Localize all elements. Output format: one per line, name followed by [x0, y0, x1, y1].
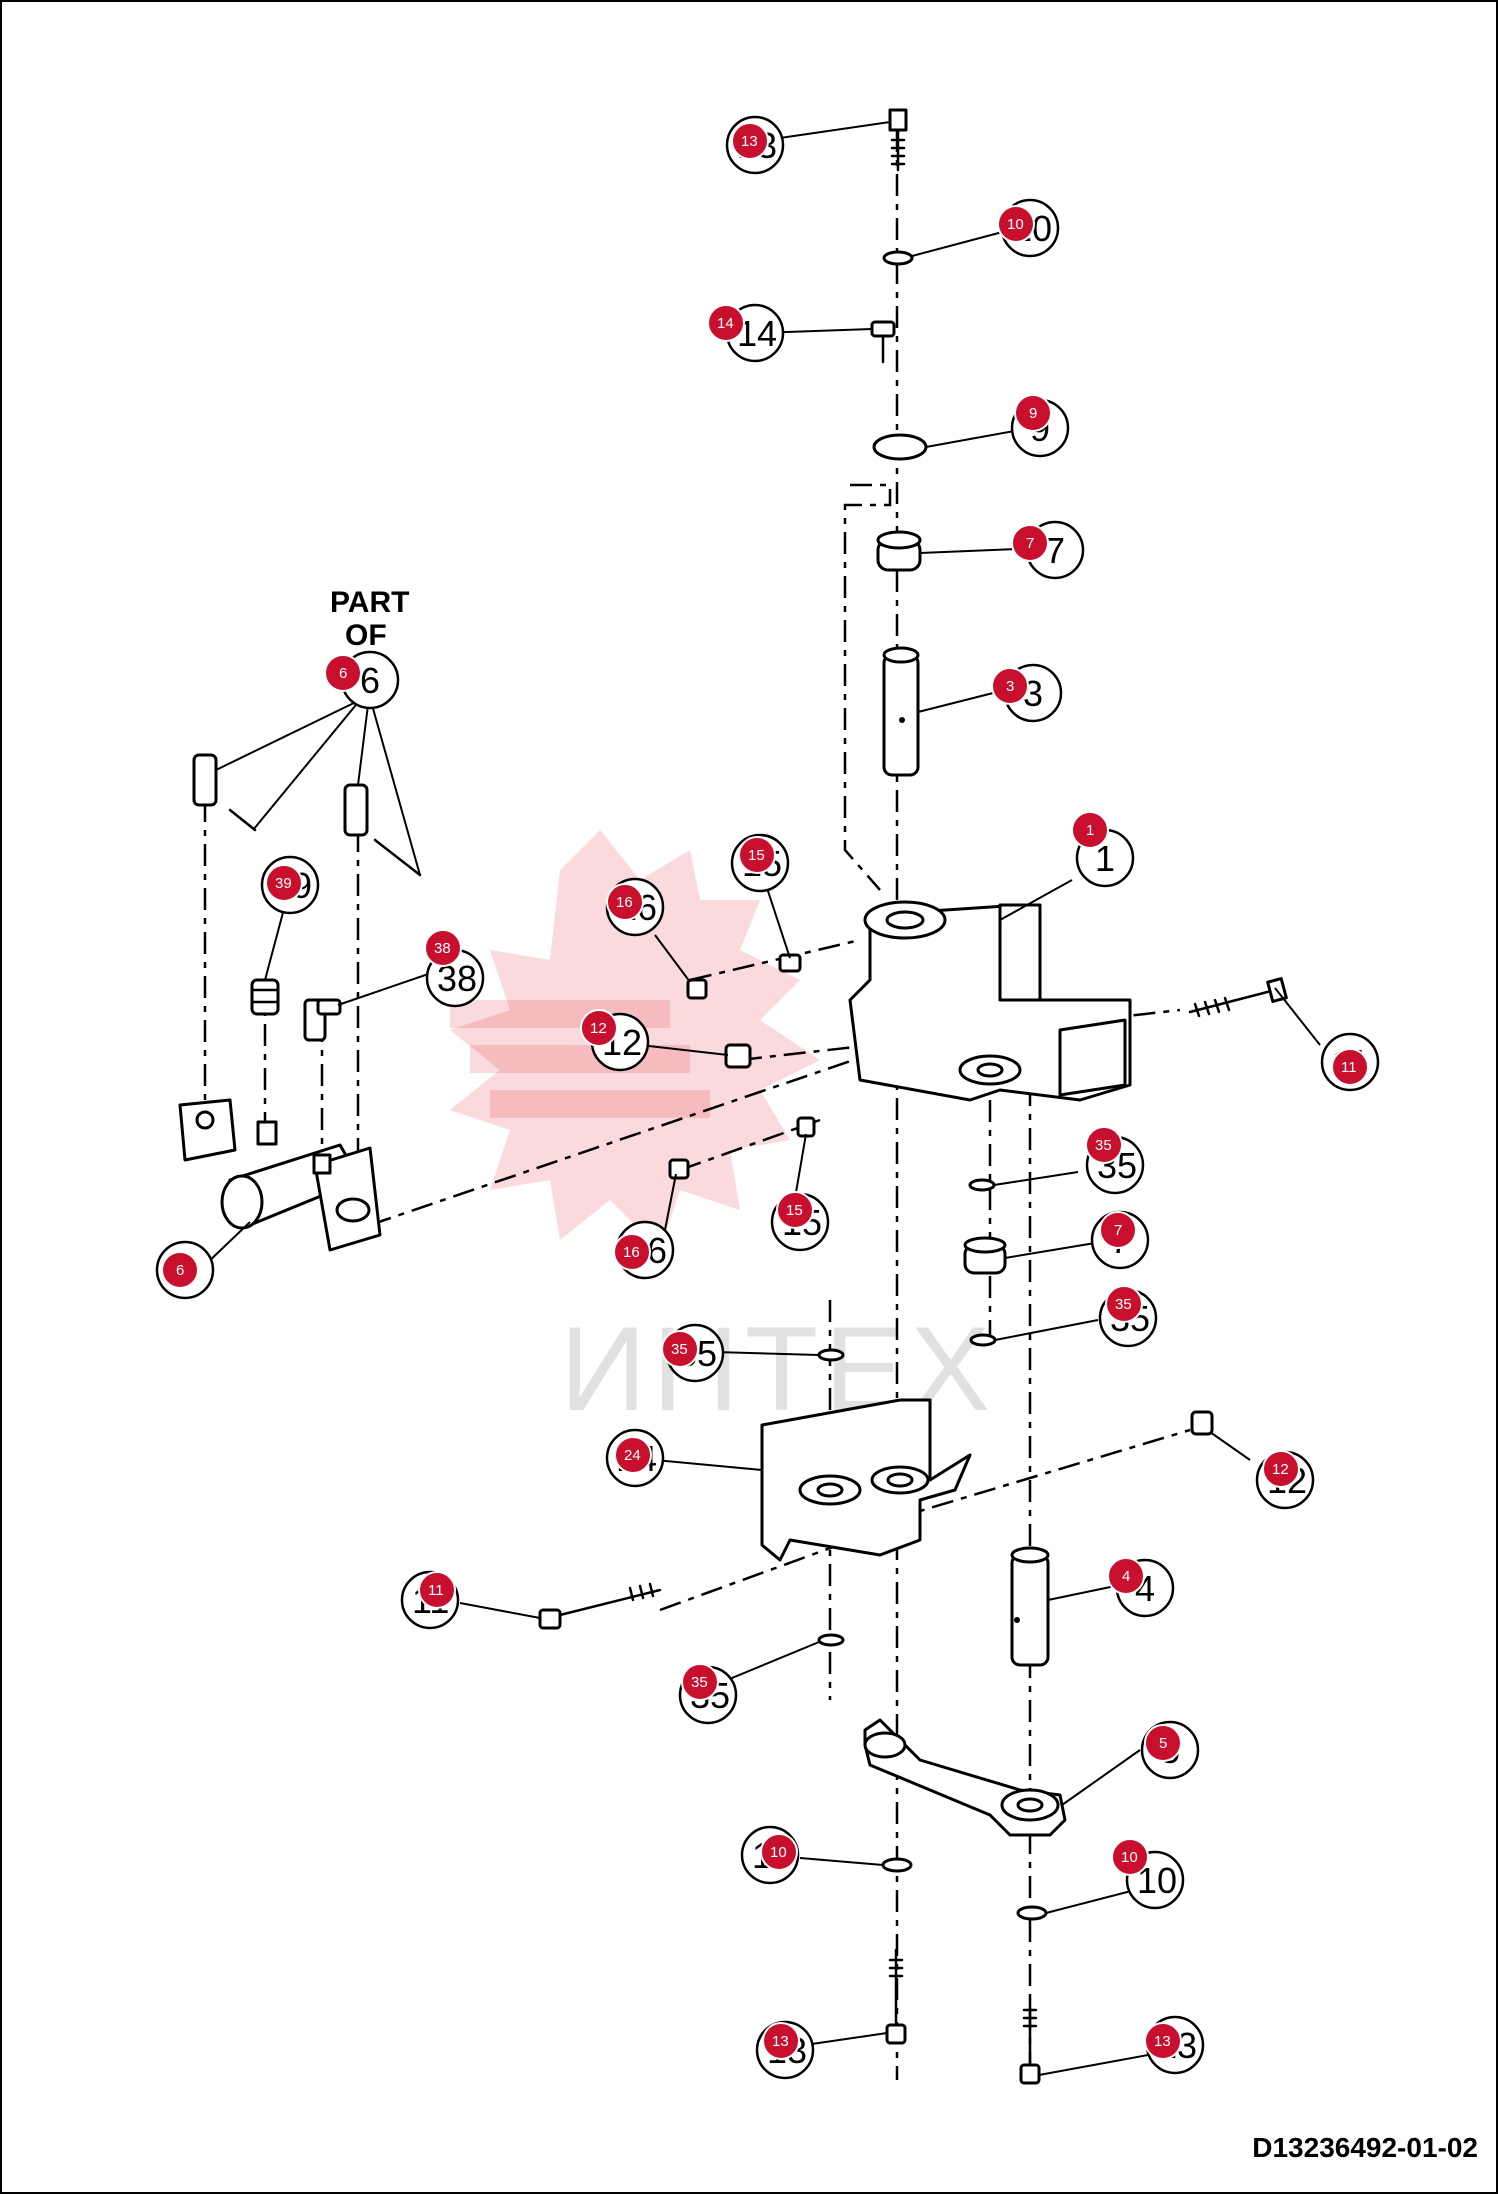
callout-bubbles: 13 10 14 9 7 6 3 1 39 15 16 38 12 11 35 … — [155, 115, 1380, 2080]
bolt-13-top — [888, 108, 908, 172]
hotspot-6-top[interactable]: 6 — [339, 665, 347, 682]
plug-16-b — [668, 1158, 690, 1180]
hotspot-35-d[interactable]: 35 — [691, 1674, 708, 1691]
washer-35-center-bottom — [817, 1633, 845, 1647]
hotspot-39[interactable]: 39 — [275, 875, 292, 892]
hotspot-3[interactable]: 3 — [1006, 678, 1014, 695]
bubble-6-top: 6 — [360, 660, 380, 701]
hotspot-13-top[interactable]: 13 — [741, 133, 758, 150]
hotspot-16-top[interactable]: 16 — [616, 894, 633, 911]
hotspot-24[interactable]: 24 — [624, 1447, 641, 1464]
nut-12-a — [724, 1043, 752, 1069]
pins-part-of-6 — [192, 753, 422, 877]
washer-10-right-bottom — [1016, 1905, 1048, 1921]
fitting-38 — [303, 998, 342, 1042]
hotspot-7-right[interactable]: 7 — [1114, 1222, 1122, 1239]
bolt-13-left-bottom — [885, 1948, 907, 2045]
bubble-7-top: 7 — [1045, 530, 1065, 571]
hotspot-10-right[interactable]: 10 — [1121, 1849, 1138, 1866]
note-part-line1: PART — [330, 586, 409, 619]
hotspot-12-top[interactable]: 12 — [590, 1020, 607, 1037]
hotspot-14[interactable]: 14 — [717, 315, 734, 332]
hotspot-11-right[interactable]: 11 — [1341, 1059, 1357, 1076]
ring-9 — [872, 433, 928, 461]
pin-3 — [882, 646, 920, 777]
washer-10-left-bottom — [881, 1857, 913, 1873]
hotspot-markers[interactable]: 13 10 14 9 7 6 3 1 39 15 16 38 12 11 35 … — [161, 122, 1369, 2060]
hotspot-13-left[interactable]: 13 — [772, 2033, 789, 2050]
hotspot-15-top[interactable]: 15 — [748, 847, 765, 864]
washer-35-center-top — [817, 1348, 845, 1362]
hotspot-1[interactable]: 1 — [1086, 822, 1094, 839]
watermark-logo: ИНТЕХ — [450, 830, 990, 1436]
screw-14 — [870, 320, 896, 364]
grease-fitting-15-b — [796, 1116, 816, 1138]
bolt-13-right-bottom — [1019, 1998, 1041, 2085]
hotspot-35-b[interactable]: 35 — [1115, 1296, 1132, 1313]
hotspot-38[interactable]: 38 — [434, 940, 451, 957]
washer-35-right-bottom — [969, 1333, 997, 1347]
hotspot-6-bottom[interactable]: 6 — [176, 1262, 184, 1279]
hotspot-15-bottom[interactable]: 15 — [786, 1202, 803, 1219]
bushing-7-top — [876, 530, 922, 572]
bubble-1: 1 — [1095, 838, 1115, 879]
nut-12-b — [1190, 1410, 1214, 1436]
plug-16-a — [686, 978, 708, 1000]
bolt-11-right — [1188, 977, 1288, 1018]
hotspot-12-bottom[interactable]: 12 — [1272, 1461, 1289, 1478]
hotspot-5[interactable]: 5 — [1159, 1735, 1167, 1752]
hotspot-16-bottom[interactable]: 16 — [623, 1244, 640, 1261]
hotspot-9[interactable]: 9 — [1029, 405, 1037, 422]
note-part-line2: OF — [345, 619, 387, 652]
fitting-39 — [250, 978, 280, 1016]
cylinder-6 — [178, 1098, 382, 1252]
link-5 — [863, 1718, 1067, 1837]
hotspot-4[interactable]: 4 — [1122, 1568, 1130, 1585]
hotspot-7-top[interactable]: 7 — [1026, 535, 1034, 552]
hotspot-10-left[interactable]: 10 — [770, 1844, 787, 1861]
bracket-1 — [848, 900, 1132, 1102]
washer-35-right-top — [968, 1178, 996, 1192]
bolt-11-bottom — [538, 1582, 662, 1630]
pin-4 — [1010, 1546, 1050, 1667]
bushing-7-right — [963, 1236, 1007, 1275]
hotspot-11-bottom[interactable]: 11 — [428, 1582, 444, 1599]
hotspot-10-top[interactable]: 10 — [1007, 216, 1024, 233]
hotspot-13-right[interactable]: 13 — [1154, 2033, 1171, 2050]
hotspot-35-c[interactable]: 35 — [671, 1341, 688, 1358]
drawing-code: D13236492-01-02 — [1252, 2132, 1478, 2163]
washer-10-top — [882, 250, 914, 266]
hotspot-35-a[interactable]: 35 — [1095, 1137, 1112, 1154]
mount-24 — [760, 1398, 972, 1562]
